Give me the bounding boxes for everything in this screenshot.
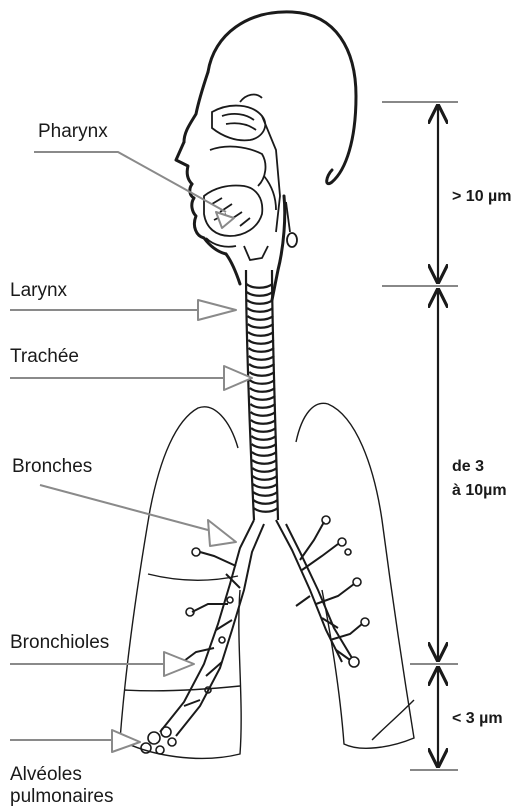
trachea-ring bbox=[249, 372, 274, 376]
trachea-ring bbox=[251, 436, 276, 440]
range-label-middle-line2: à 10µm bbox=[452, 480, 507, 502]
trachea-ring bbox=[247, 308, 273, 312]
label-trachee: Trachée bbox=[10, 346, 79, 368]
trachea-ring bbox=[250, 388, 275, 392]
trachea-ring bbox=[251, 428, 276, 432]
label-bronches: Bronches bbox=[12, 456, 92, 478]
trachea-ring bbox=[253, 484, 277, 488]
label-arrowheads bbox=[112, 212, 252, 752]
trachea-ring bbox=[247, 292, 273, 296]
head-outline bbox=[176, 12, 356, 300]
trachea-ring bbox=[252, 452, 277, 456]
trachea-ring bbox=[253, 500, 277, 504]
trachea-ring bbox=[249, 364, 274, 368]
arrowhead-alveoles bbox=[112, 730, 140, 752]
arrowhead-larynx bbox=[198, 300, 236, 320]
label-alveoles-line1: Alvéoles bbox=[10, 764, 82, 786]
trachea-ring bbox=[253, 476, 277, 480]
trachea-ring bbox=[251, 420, 276, 424]
trachea-ring bbox=[247, 300, 273, 304]
bronchial-tree bbox=[160, 520, 362, 736]
trachea-ring bbox=[251, 412, 276, 416]
label-alveoles-line2: pulmonaires bbox=[10, 786, 114, 808]
trachea-ring bbox=[248, 340, 273, 344]
trachea-ring bbox=[252, 444, 277, 448]
trachea-ring bbox=[252, 468, 276, 472]
right-lung bbox=[296, 403, 414, 748]
trachea-ring bbox=[248, 348, 273, 352]
range-label-middle-line1: de 3 bbox=[452, 456, 484, 478]
particle-size-scale bbox=[382, 102, 458, 770]
leader-bronches bbox=[40, 485, 208, 530]
trachea-ring bbox=[248, 324, 274, 328]
label-pharynx: Pharynx bbox=[38, 121, 108, 143]
arrowhead-pharynx bbox=[216, 212, 234, 228]
trachea-ring bbox=[247, 316, 273, 320]
range-label-upper: > 10 µm bbox=[452, 186, 511, 208]
trachea-ring bbox=[253, 492, 277, 496]
arrowhead-bronchioles bbox=[164, 652, 194, 676]
trachea-ring bbox=[249, 356, 274, 360]
label-larynx: Larynx bbox=[10, 280, 67, 302]
leader-pharynx bbox=[34, 152, 226, 212]
arrowhead-bronches bbox=[208, 520, 236, 546]
alveoli-clusters bbox=[141, 516, 369, 754]
trachea-ring bbox=[252, 460, 276, 464]
range-label-lower: < 3 µm bbox=[452, 708, 503, 730]
trachea-ring bbox=[250, 404, 275, 408]
label-bronchioles: Bronchioles bbox=[10, 632, 109, 654]
trachea-ring bbox=[250, 396, 275, 400]
trachea-ring bbox=[246, 284, 272, 288]
trachea-ring bbox=[254, 508, 278, 512]
trachea-ring bbox=[248, 332, 274, 336]
trachea bbox=[246, 270, 278, 520]
trachea-ring bbox=[250, 380, 275, 384]
